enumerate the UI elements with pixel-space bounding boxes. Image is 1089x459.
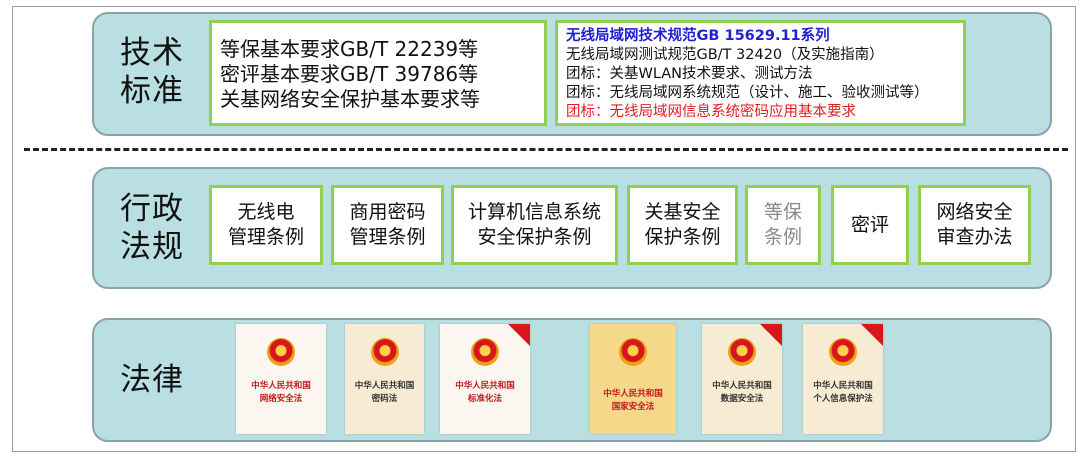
national-emblem-icon xyxy=(728,338,756,366)
regulation-box: 密评 xyxy=(831,185,909,265)
national-emblem-icon xyxy=(619,338,647,366)
regulation-box: 商用密码 管理条例 xyxy=(331,185,444,265)
national-emblem-icon xyxy=(471,338,499,366)
edition-ribbon xyxy=(760,324,782,346)
national-emblem-icon xyxy=(267,338,295,366)
standards-right-box: 无线局域网技术规范GB 15629.11系列 无线局域网测试规范GB/T 324… xyxy=(555,20,966,126)
layer-divider xyxy=(24,148,1068,151)
law-book-title: 中华人民共和国 标准化法 xyxy=(455,381,515,404)
law-book-title: 中华人民共和国 个人信息保护法 xyxy=(813,381,873,404)
standard-line: 无线局域网测试规范GB/T 32420（及实施指南） xyxy=(566,47,884,63)
law-book-cover: 中华人民共和国 数据安全法 xyxy=(702,324,782,434)
wlan-crypto-standard: 团标：无线局域网信息系统密码应用基本要求 xyxy=(566,104,856,120)
law-book-title: 中华人民共和国 数据安全法 xyxy=(712,381,772,404)
national-emblem-icon xyxy=(370,338,399,366)
law-book-cover: 中华人民共和国 标准化法 xyxy=(440,324,530,434)
standard-line: 密评基本要求GB/T 39786等 xyxy=(220,62,479,86)
standards-left-box: 等保基本要求GB/T 22239等 密评基本要求GB/T 39786等 关基网络… xyxy=(209,20,547,126)
standard-line: 团标：关基WLAN技术要求、测试方法 xyxy=(566,66,813,82)
standards-label: 技术 标准 xyxy=(120,35,184,109)
law-book-title: 中华人民共和国 网络安全法 xyxy=(251,381,311,404)
law-book-title: 中华人民共和国 国家安全法 xyxy=(603,389,663,412)
law-label: 法律 xyxy=(120,362,184,398)
regulation-box: 关基安全 保护条例 xyxy=(627,185,738,265)
regulation-box: 无线电 管理条例 xyxy=(209,185,323,265)
regulation-box: 网络安全 审查办法 xyxy=(918,185,1031,265)
law-book-cover: 中华人民共和国 个人信息保护法 xyxy=(803,324,883,434)
law-book-title: 中华人民共和国 密码法 xyxy=(354,381,415,404)
regulation-box: 计算机信息系统 安全保护条例 xyxy=(451,185,618,265)
law-book-cover: 中华人民共和国 国家安全法 xyxy=(590,324,676,434)
law-book-cover: 中华人民共和国 网络安全法 xyxy=(236,324,326,434)
regulations-label: 行政 法规 xyxy=(120,191,184,265)
standard-line: 团标：无线局域网系统规范（设计、施工、验收测试等） xyxy=(566,85,929,101)
law-book-cover: 中华人民共和国 密码法 xyxy=(345,324,424,434)
standard-line: 关基网络安全保护基本要求等 xyxy=(220,87,480,111)
standard-line: 等保基本要求GB/T 22239等 xyxy=(220,37,479,61)
national-emblem-icon xyxy=(829,338,857,366)
wlan-standard-title: 无线局域网技术规范GB 15629.11系列 xyxy=(566,28,830,44)
regulation-box-muted: 等保 条例 xyxy=(745,185,821,265)
edition-ribbon xyxy=(861,324,883,346)
edition-ribbon xyxy=(508,324,530,346)
